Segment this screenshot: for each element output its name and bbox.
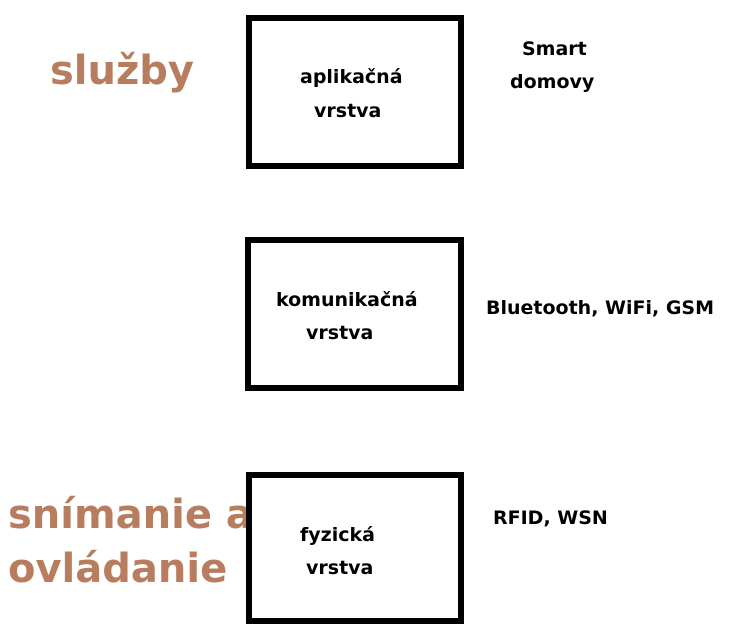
sensing-control-label-line2: ovládanie xyxy=(8,546,228,592)
application-layer-title-line1: aplikačná xyxy=(300,66,403,88)
application-layer-box xyxy=(246,15,464,169)
physical-layer-box xyxy=(246,472,464,624)
physical-tech-line1: RFID, WSN xyxy=(493,507,608,529)
communication-layer-title-line2: vrstva xyxy=(306,322,374,344)
physical-layer-title-line1: fyzická xyxy=(300,524,375,546)
communication-layer-box xyxy=(245,237,464,391)
communication-tech-line1: Bluetooth, WiFi, GSM xyxy=(486,297,715,319)
physical-layer-title-line2: vrstva xyxy=(306,557,374,579)
services-label: služby xyxy=(50,48,194,94)
sensing-control-label-line1: snímanie a xyxy=(8,492,253,538)
application-layer-title-line2: vrstva xyxy=(314,100,382,122)
communication-layer-title-line1: komunikačná xyxy=(276,289,418,311)
application-tech-line1: Smart xyxy=(522,38,587,60)
application-tech-line2: domovy xyxy=(510,71,595,93)
